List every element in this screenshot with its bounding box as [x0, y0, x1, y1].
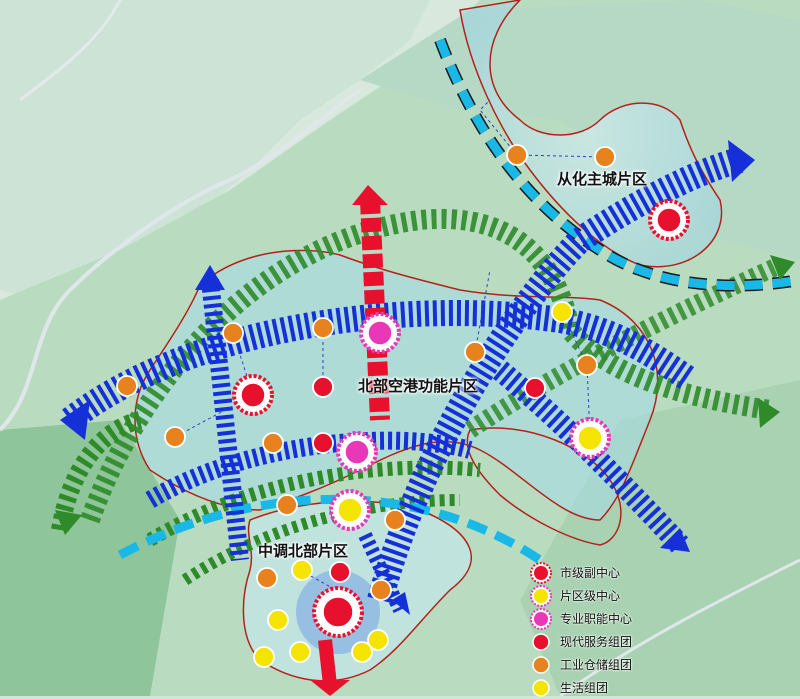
river-northwest: [19, 0, 122, 102]
arrow-south-icon: [392, 592, 410, 615]
living-node: [289, 641, 311, 663]
axis-diagonal: [367, 147, 744, 604]
yellow-ring-icon: [530, 585, 552, 607]
red-dot-icon: [532, 633, 550, 651]
legend-item-city-sub-center: 市级副中心: [530, 560, 700, 584]
red-arrow-south-icon: [310, 680, 350, 696]
living-node: [367, 629, 389, 651]
node-layer: [116, 144, 690, 668]
modern-service-node: [312, 376, 334, 398]
axis-red-south: [318, 639, 337, 686]
industrial-storage-node: [116, 375, 138, 397]
terrain-northwest: [0, 0, 430, 300]
city-sub-center-node: [312, 586, 364, 638]
legend-item-district-center: 片区级中心: [530, 583, 700, 607]
industrial-storage-node: [506, 144, 528, 166]
industrial-storage-node: [276, 494, 298, 516]
district-center-node: [329, 489, 371, 531]
legend-item-specialized-center: 专业职能中心: [530, 606, 700, 630]
axis-red-north: [360, 199, 390, 421]
industrial-storage-node: [222, 322, 244, 344]
city-sub-center-node: [232, 374, 274, 416]
arrow-southeast-icon: [660, 528, 690, 552]
green-arrow-northeast-icon: [770, 255, 795, 280]
river-west: [0, 88, 362, 432]
zone-label-airport: 北部空港功能片区: [358, 377, 479, 395]
industrial-storage-node: [262, 432, 284, 454]
industrial-storage-node: [312, 317, 334, 339]
zone-label-conghua: 从化主城片区: [557, 170, 648, 188]
legend-item-modern-service: 现代服务组团: [530, 629, 700, 652]
magenta-ring-icon: [530, 608, 552, 630]
legend-label: 现代服务组团: [560, 635, 633, 649]
legend-label: 工业仓储组团: [560, 658, 633, 672]
industrial-storage-node: [164, 426, 186, 448]
modern-service-node: [329, 561, 351, 583]
industrial-storage-node: [370, 579, 392, 601]
cyan-belt-north: [435, 38, 800, 291]
axis-west-vertical: [201, 279, 249, 561]
industrial-storage-node: [384, 509, 406, 531]
specialized-center-node: [359, 312, 401, 354]
zone-east-boundary: [466, 427, 622, 546]
industrial-storage-node: [576, 354, 598, 376]
legend-label: 片区级中心: [560, 589, 621, 603]
zone-conghua-boundary: [459, 0, 723, 268]
living-node: [267, 609, 289, 631]
district-center-node: [569, 417, 611, 459]
arrow-north-west-icon: [195, 265, 225, 290]
arrow-west-icon: [60, 400, 90, 440]
industrial-storage-node: [594, 146, 616, 168]
city-sub-center-node: [648, 199, 690, 241]
axis-south-short: [358, 532, 407, 613]
arrow-northeast-icon: [728, 140, 755, 182]
legend-label: 生活组团: [560, 681, 609, 695]
living-node: [253, 646, 275, 668]
legend-item-industrial-storage: 工业仓储组团: [530, 652, 700, 675]
orange-dot-icon: [532, 656, 550, 674]
legend-label: 市级副中心: [560, 566, 621, 580]
specialized-center-node: [336, 431, 378, 473]
green-belt-north: [80, 208, 772, 524]
zone-label-zhongdiao: 中调北部片区: [258, 542, 349, 560]
industrial-storage-node: [256, 567, 278, 589]
green-belt-west: [51, 411, 143, 532]
legend-label: 专业职能中心: [560, 612, 633, 626]
axis-east-west-south: [145, 431, 473, 508]
modern-service-node: [524, 377, 546, 399]
river-southeast: [559, 558, 800, 696]
green-arrow-east-icon: [758, 398, 780, 428]
green-belt-east: [465, 256, 784, 438]
map-legend: 市级副中心 片区级中心 专业职能中心 现代服务组团 工业仓储组团 生活组团: [530, 560, 700, 698]
green-arrow-southwest-icon: [55, 510, 82, 535]
axis-east-west-north: [62, 300, 698, 431]
living-node: [551, 301, 573, 323]
industrial-storage-node: [464, 341, 486, 363]
legend-item-living: 生活组团: [530, 675, 700, 698]
living-node: [291, 559, 313, 581]
red-ring-icon: [530, 562, 552, 584]
red-arrow-north-icon: [352, 185, 388, 205]
terrain-southwest: [0, 420, 180, 696]
modern-service-node: [312, 432, 334, 454]
living-node: [351, 641, 373, 663]
